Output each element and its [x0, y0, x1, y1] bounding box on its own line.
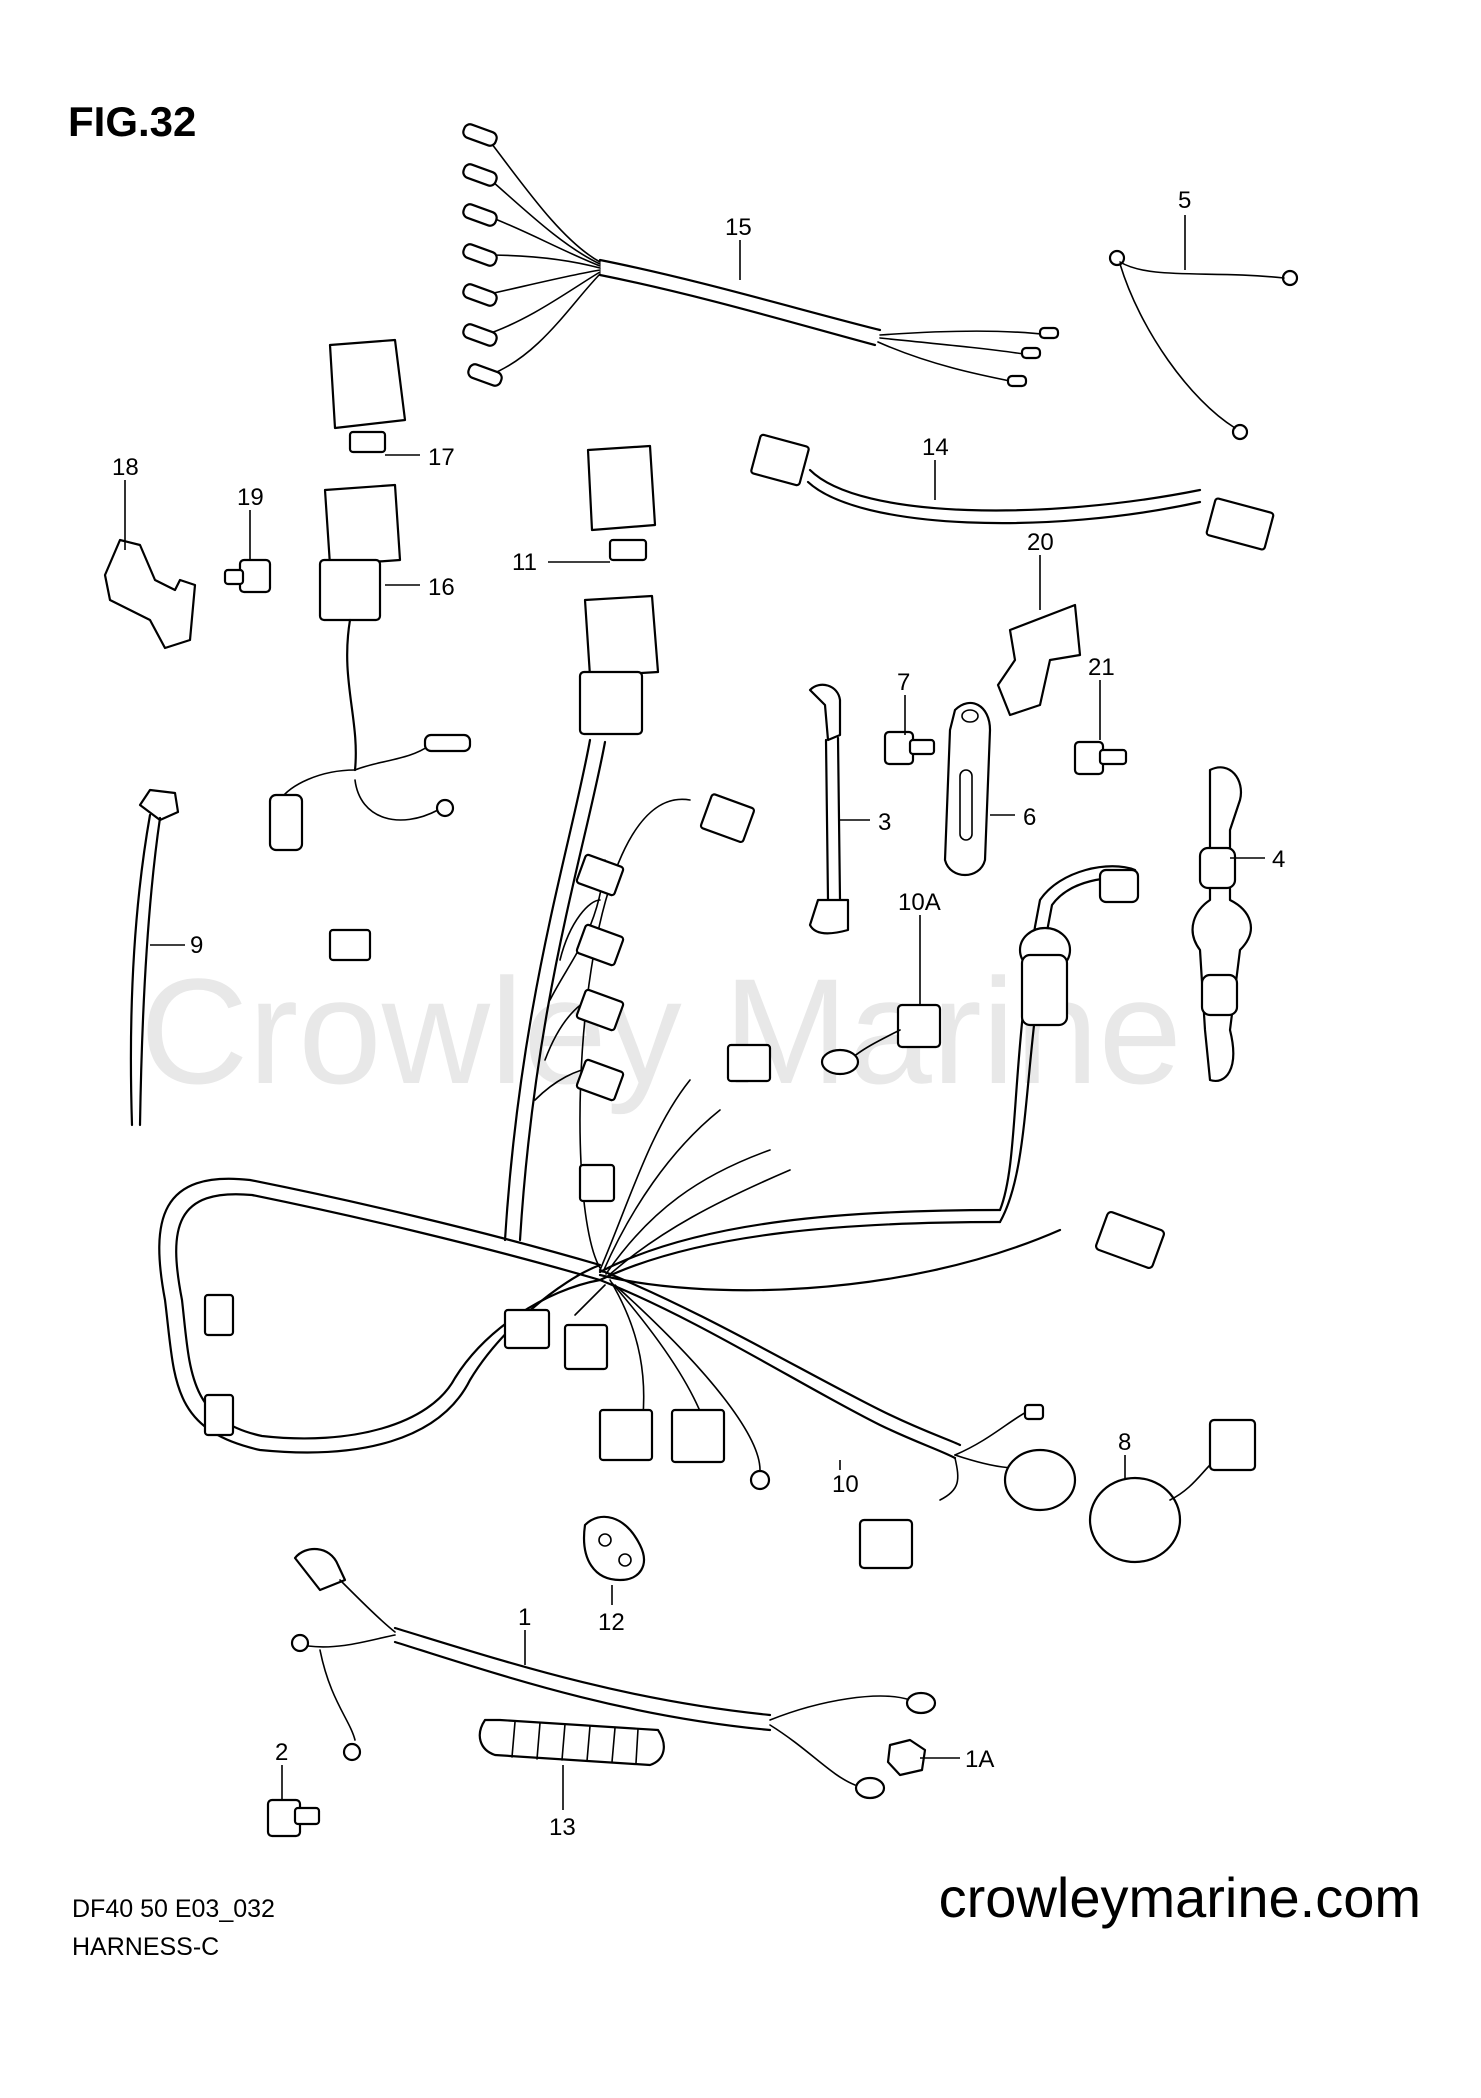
callout-labels: 15 5 14 17 18 19 16 11 20 21 7 3 6 4 10A… [112, 187, 1285, 1841]
part-10a-unit[interactable] [820, 1003, 942, 1076]
part-8-grommet[interactable] [1088, 1418, 1257, 1564]
part-14-harness[interactable] [750, 433, 1275, 551]
part-18-bracket[interactable] [103, 538, 197, 650]
callout-8: 8 [1118, 1429, 1131, 1456]
part-13-sleeve[interactable] [478, 1718, 665, 1767]
callout-10: 10 [832, 1471, 859, 1498]
callout-16: 16 [428, 574, 455, 601]
part-21-bolt[interactable] [1073, 740, 1128, 776]
part-2-bolt[interactable] [266, 1798, 321, 1838]
callout-6: 6 [1023, 804, 1036, 831]
callout-3: 3 [878, 809, 891, 836]
callout-14: 14 [922, 434, 949, 461]
callout-7: 7 [897, 669, 910, 696]
callout-10a: 10A [898, 889, 941, 916]
callout-12: 12 [598, 1609, 625, 1636]
part-3-cap-lead[interactable] [808, 683, 850, 935]
callout-20: 20 [1027, 529, 1054, 556]
callout-1a: 1A [965, 1746, 994, 1773]
callout-21: 21 [1088, 654, 1115, 681]
callout-5: 5 [1178, 187, 1191, 214]
part-6-clamp[interactable] [943, 701, 992, 876]
callout-1: 1 [518, 1604, 531, 1631]
section-name: HARNESS-C [72, 1933, 220, 1961]
website-link[interactable]: crowleymarine.com [938, 1866, 1421, 1929]
watermark-text: Crowley Marine [140, 947, 1182, 1115]
callout-9: 9 [190, 932, 203, 959]
part-12-grommet[interactable] [582, 1515, 646, 1582]
callout-11: 11 [512, 549, 537, 576]
part-7-bolt[interactable] [883, 730, 936, 766]
part-11-relay[interactable] [578, 444, 660, 736]
callout-4: 4 [1272, 846, 1285, 873]
part-9-cable-tie[interactable] [129, 788, 180, 1127]
callout-18: 18 [112, 454, 139, 481]
callout-15: 15 [725, 214, 752, 241]
part-4-plate[interactable] [1191, 766, 1252, 1083]
figure-title: FIG.32 [68, 98, 197, 145]
callout-19: 19 [237, 484, 264, 511]
part-15-harness[interactable] [462, 123, 1060, 388]
part-19-bolt[interactable] [223, 558, 272, 594]
part-10-main-harness[interactable] [158, 738, 1166, 1570]
leader-lines [124, 215, 1265, 1810]
part-1-cable[interactable] [290, 1548, 937, 1800]
model-code: DF40 50 E03_032 [72, 1895, 275, 1923]
callout-2: 2 [275, 1739, 288, 1766]
part-5-ground-wire[interactable] [1108, 249, 1299, 441]
part-1a-nut[interactable] [886, 1738, 927, 1777]
part-16-17-relay[interactable] [268, 338, 472, 852]
callout-17: 17 [428, 444, 455, 471]
part-20-bracket[interactable] [996, 603, 1082, 717]
callout-13: 13 [549, 1814, 576, 1841]
